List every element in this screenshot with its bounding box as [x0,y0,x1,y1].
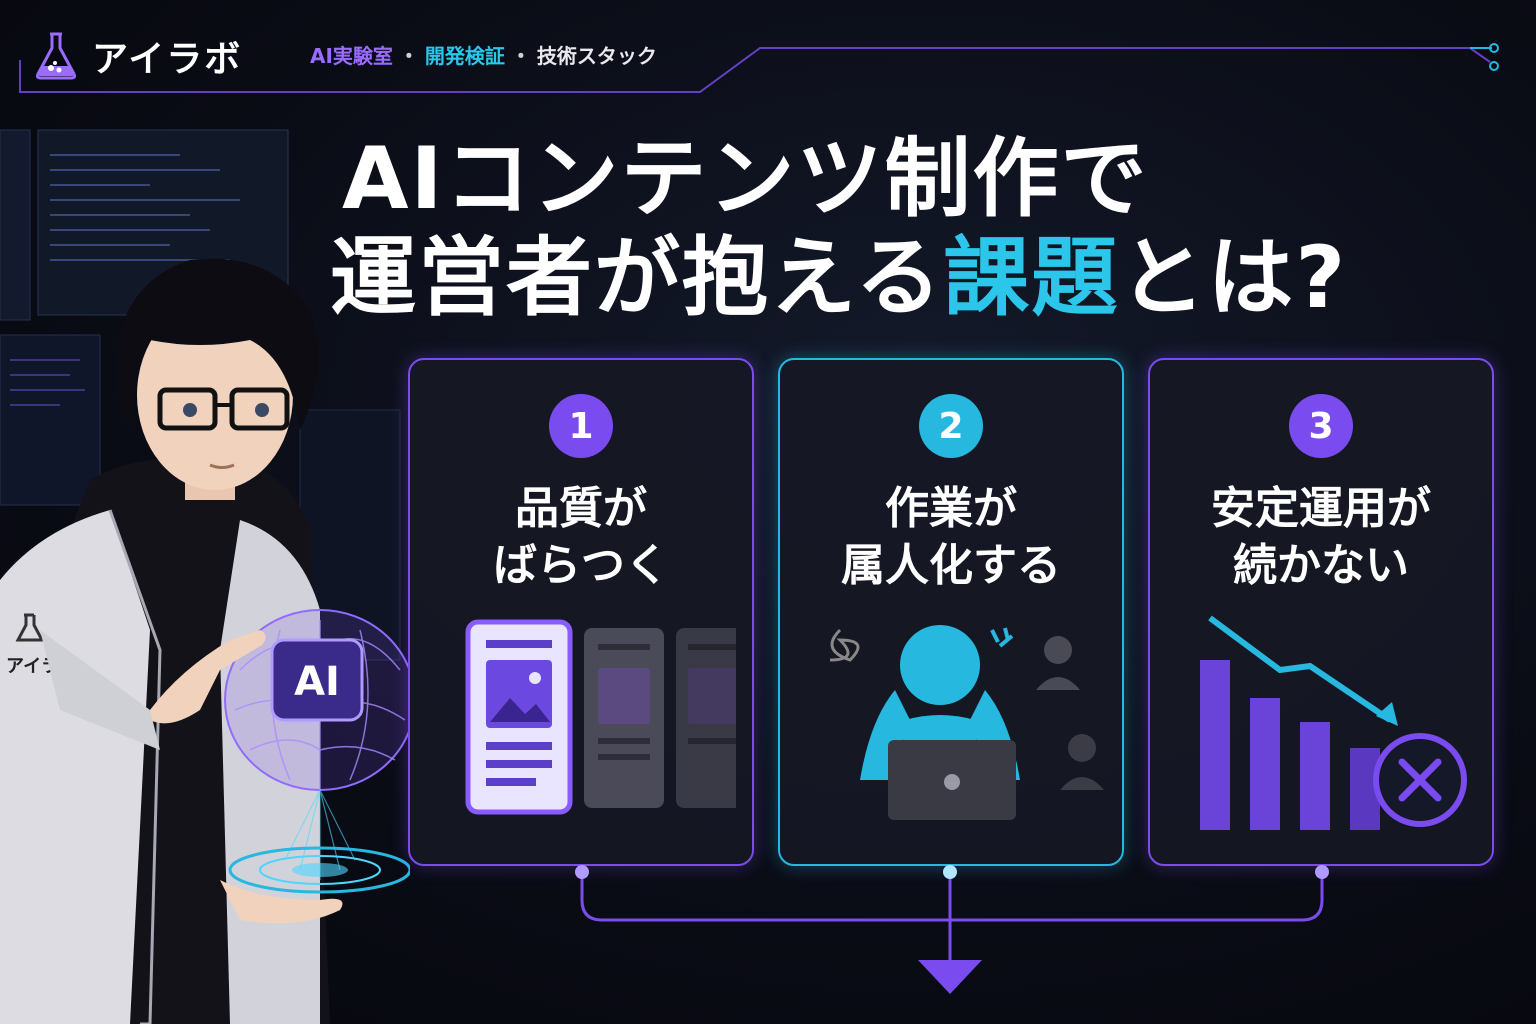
card-number-badge: 2 [919,394,983,458]
card-title-line: ばらつく [493,540,669,592]
card-title: 品質が ばらつく [410,480,752,594]
stressed-person-laptop-icon [829,625,1104,820]
card-title-line: 安定運用が [1211,483,1431,534]
card-number-badge: 1 [549,394,613,458]
problem-card-3: 3 安定運用が 続かない [1148,358,1494,866]
card-title: 安定運用が 続かない [1150,480,1492,594]
breadcrumb: AI実験室 ・ 開発検証 ・ 技術スタック [310,40,657,69]
hologram-ai-label: AI [294,659,340,705]
logo[interactable]: アイラボ [34,30,242,82]
card-title-line: 続かない [1233,540,1409,592]
problem-card-1: 1 品質が ばらつく [408,358,754,866]
breadcrumb-separator: ・ [510,44,531,68]
page-title: AIコンテンツ制作で 運営者が抱える課題とは? [330,130,1480,328]
breadcrumb-item-ai-lab[interactable]: AI実験室 [310,44,393,68]
scientist-illustration: アイラボ AI [0,129,410,1024]
title-line-2-post: とは? [1119,227,1348,328]
logo-text: アイラボ [92,39,243,80]
title-line-1: AIコンテンツ制作で [342,129,1149,229]
breadcrumb-item-dev-verification[interactable]: 開発検証 [424,44,505,68]
title-line-2: 運営者が抱える課題とは? [330,227,1480,328]
declining-chart-cross-icon [1200,615,1467,830]
card-title: 作業が 属人化する [780,480,1122,594]
title-highlight: 課題 [943,227,1120,328]
title-line-2-pre: 運営者が抱える [330,227,944,328]
card-number-badge: 3 [1289,394,1353,458]
uneven-quality-documents-icon [465,619,736,815]
breadcrumb-separator: ・ [398,44,419,68]
card-title-line: 属人化する [841,540,1061,592]
card-title-line: 作業が [885,483,1017,534]
down-arrow-icon [918,960,982,994]
breadcrumb-item-tech-stack[interactable]: 技術スタック [536,44,657,68]
flask-icon [35,32,77,80]
problem-card-2: 2 作業が 属人化する [778,358,1124,866]
card-title-line: 品質が [515,483,647,534]
